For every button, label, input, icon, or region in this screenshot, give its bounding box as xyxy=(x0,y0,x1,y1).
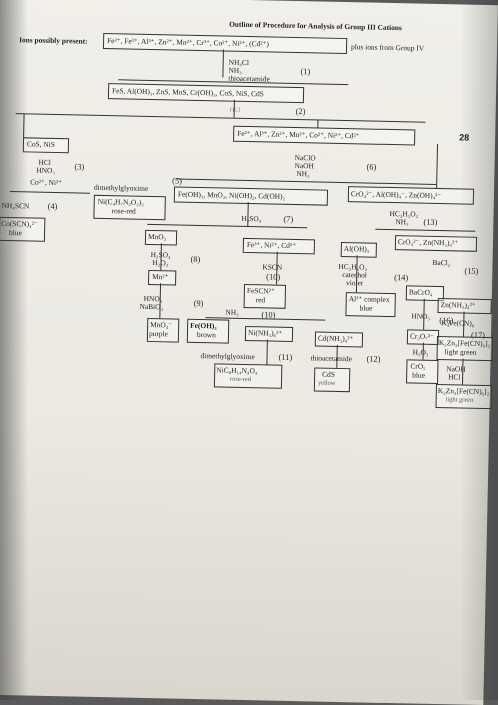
step-3: (3) xyxy=(74,162,85,172)
reagent-13b: NH₃ xyxy=(395,217,409,227)
co-scn: Co(SCN)₄²⁻ xyxy=(1,218,38,229)
step-1: (1) xyxy=(300,67,311,77)
line-c xyxy=(436,143,439,188)
cro5-color: blue xyxy=(412,370,426,380)
page-title: Outline of Procedure for Analysis of Gro… xyxy=(229,19,402,33)
cd-nh3: Cd(NH₃)₄²⁺ xyxy=(317,333,354,344)
cro5: CrO₅ xyxy=(410,361,426,371)
dmg-reagent: dimethylglyoxime xyxy=(93,182,149,193)
line-b xyxy=(317,119,319,128)
step-12: (12) xyxy=(366,354,381,364)
zn-nh3: Zn(NH₃)₄²⁺ xyxy=(440,300,476,310)
reagent-16: HNO₃ xyxy=(411,311,431,321)
cds: CdS xyxy=(322,369,336,379)
dmg-11: dimethylglyoxime xyxy=(200,351,255,362)
line-n xyxy=(422,342,424,360)
al-complex-color: blue xyxy=(359,303,373,313)
hcl-faint: HCl xyxy=(229,106,241,114)
step-2: (2) xyxy=(295,107,306,117)
fescn: FeSCN²⁺ xyxy=(246,286,275,296)
cos-nis: CoS, NiS xyxy=(26,139,55,149)
ions-label: Ions possibly present: xyxy=(19,35,88,46)
line-5-split xyxy=(176,178,437,185)
line-13-split xyxy=(375,228,476,232)
co-ni: Co²⁺, Ni²⁺ xyxy=(30,177,63,188)
aloh3: Al(OH)₃ xyxy=(343,244,370,254)
h2o2-final: H₂O₂ xyxy=(412,347,429,357)
mno4: MnO₄⁻ xyxy=(150,320,173,330)
line-2-split xyxy=(15,113,426,123)
al-complex: Al³⁺ complex xyxy=(348,294,390,305)
scn-reagent: NH₄SCN xyxy=(1,200,30,211)
mn2: Mn²⁺ xyxy=(152,272,169,282)
line-co-split xyxy=(9,191,90,194)
line-step1 xyxy=(222,49,224,78)
line-7-split xyxy=(147,223,308,229)
bacl2: BaCl₂ xyxy=(432,257,451,268)
ions-suffix: plus ions from Group IV xyxy=(350,42,425,53)
cro4-zn: CrO₄²⁻, Zn(NH₃)₄²⁺ xyxy=(397,237,459,248)
reagent-3b: HNO₃ xyxy=(36,165,56,175)
step-13: (13) xyxy=(423,217,438,227)
line-a xyxy=(233,99,235,118)
step-6: (6) xyxy=(366,162,377,172)
solution6: CrO₄²⁻, Al(OH)₄⁻, Zn(OH)₄²⁻ xyxy=(350,189,442,201)
step-11: (11) xyxy=(278,352,293,362)
line-i xyxy=(266,339,268,365)
h2so4-7: H₂SO₄ xyxy=(241,213,262,224)
step-10a: (10) xyxy=(266,272,281,282)
nh3-10: NH₃ xyxy=(225,307,239,317)
step-15: (15) xyxy=(464,266,479,276)
line-cos xyxy=(23,113,25,138)
cds-color: yellow xyxy=(317,379,336,387)
reagent-6c: NH₃ xyxy=(296,169,310,179)
ni-nh3: Ni(NH₃)₆²⁺ xyxy=(247,328,283,338)
fe-ni-cd: Fe³⁺, Ni²⁺, Cd²⁺ xyxy=(246,240,297,251)
feoh3: Fe(OH)₃ xyxy=(190,320,217,331)
fescn-color: red xyxy=(255,295,266,305)
bacro4: BaCrO₄ xyxy=(408,287,433,297)
ni-dmg-11-color: rose-red xyxy=(229,375,252,384)
k2zn3-color: light green xyxy=(444,347,477,357)
kscn: KSCN xyxy=(262,262,283,272)
final-k2zn-color: light green xyxy=(445,396,474,404)
cr2o7: Cr₂O₇²⁻ xyxy=(409,331,435,341)
mno2: MnO₂ xyxy=(147,231,167,242)
reagent-14c: violet xyxy=(346,278,364,288)
co-scn-color: blue xyxy=(8,228,22,238)
hcl-final: HCl xyxy=(448,372,461,382)
step-4: (4) xyxy=(47,201,58,212)
step-7: (7) xyxy=(283,214,294,224)
page-number: 28 xyxy=(459,132,470,143)
ni-dmg-11: NiC₈H₁₄N₄O₄ xyxy=(216,365,258,376)
step-8: (8) xyxy=(190,254,201,265)
thioacetamide-12: thioacetamide xyxy=(310,353,353,364)
step-14: (14) xyxy=(394,273,409,283)
ni-dmg: Ni(C₄H₇N₂O₂)₂ xyxy=(97,196,144,207)
ni-dmg-color: rose-red xyxy=(111,206,136,216)
k4fecn6: K₄Fe(CN)₆ xyxy=(441,318,475,328)
mno4-color: purple xyxy=(148,328,168,339)
step-9: (9) xyxy=(193,298,204,309)
feoh3-color: brown xyxy=(196,329,216,340)
